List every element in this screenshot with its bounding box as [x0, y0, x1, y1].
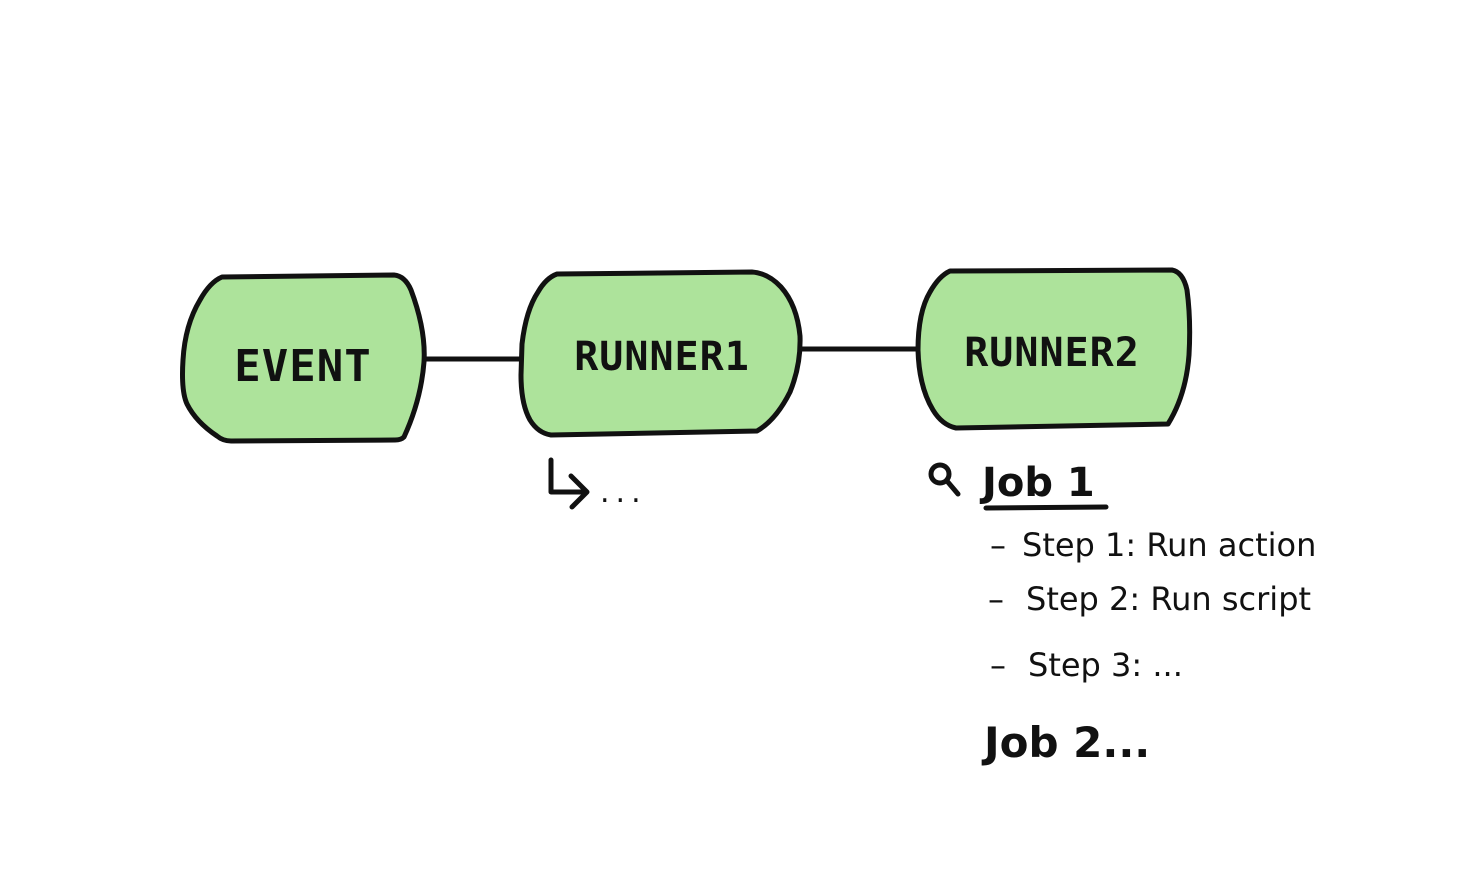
job2-title: Job 2...	[981, 718, 1150, 767]
node-event-label: EVENT	[234, 341, 371, 392]
job1-step-1: – Step 1: Run action	[990, 526, 1316, 564]
node-runner1-label: RUNNER1	[574, 334, 750, 380]
runner1-branch: ...	[548, 457, 647, 510]
node-runner1: RUNNER1	[518, 269, 803, 438]
job1-step-2-text: Step 2: Run script	[1026, 580, 1311, 618]
job1-title: Job 1	[979, 460, 1095, 506]
job1-step-2: – Step 2: Run script	[988, 580, 1311, 618]
node-runner2-shape	[915, 267, 1193, 431]
job1-step-1-text: Step 1: Run action	[1022, 526, 1316, 564]
key-icon	[928, 462, 961, 497]
job1-step-1-marker: –	[990, 526, 1006, 564]
job1-underline	[983, 504, 1109, 511]
node-runner2-label: RUNNER2	[964, 330, 1140, 376]
node-event: EVENT	[180, 272, 427, 444]
job1-block: Job 1 – Step 1: Run action – Step 2: Run…	[928, 460, 1316, 684]
return-arrow-icon	[548, 457, 590, 510]
node-runner1-shape	[518, 269, 803, 438]
node-event-shape	[180, 272, 427, 444]
runner1-branch-ellipsis: ...	[600, 475, 647, 510]
job1-step-2-marker: –	[988, 580, 1004, 618]
job1-step-3: – Step 3: ...	[990, 646, 1183, 684]
job1-step-3-marker: –	[990, 646, 1006, 684]
node-runner2: RUNNER2	[915, 267, 1193, 431]
job1-step-3-text: Step 3: ...	[1028, 646, 1183, 684]
